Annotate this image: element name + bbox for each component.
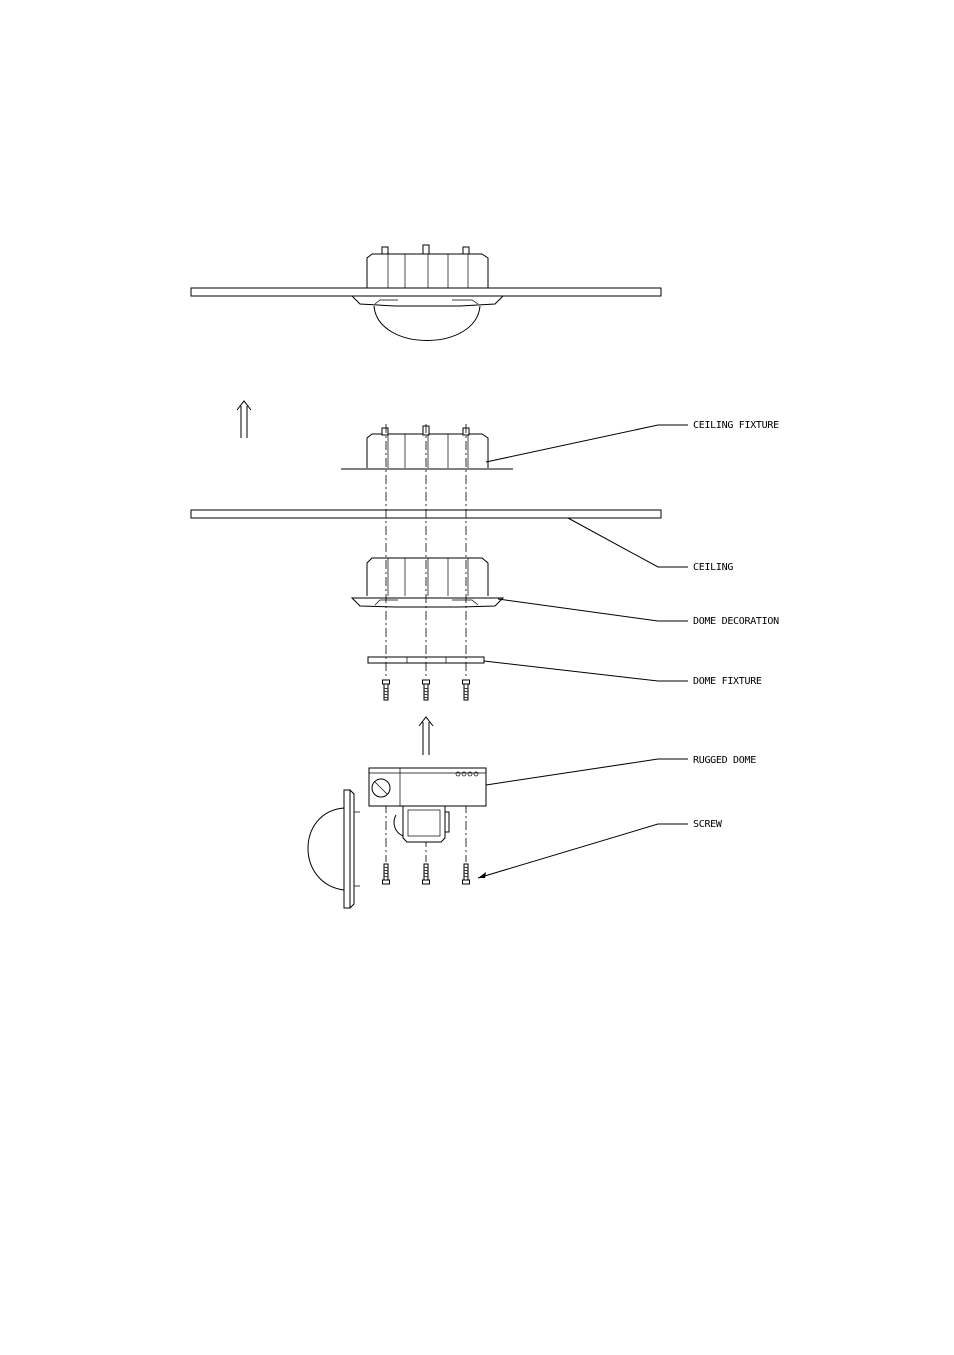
assembled-decoration-ring <box>351 295 504 307</box>
label-ceiling: CEILING <box>693 562 733 573</box>
lower-screws <box>382 863 470 885</box>
leader-lines <box>477 424 688 879</box>
assembled-ceiling-slab <box>190 287 662 297</box>
upper-screws <box>382 679 470 701</box>
label-dome-fixture: DOME FIXTURE <box>693 676 762 687</box>
rugged-dome-part <box>307 767 487 909</box>
label-screw: SCREW <box>693 819 723 830</box>
assembled-housing <box>341 244 513 289</box>
label-ceiling-fixture: CEILING FIXTURE <box>693 420 779 431</box>
label-dome-decoration: DOME DECORATION <box>693 616 779 627</box>
up-arrow-icon <box>236 400 252 438</box>
up-arrow-icon <box>418 716 434 755</box>
assembled-view <box>190 244 662 341</box>
assembled-dome-bubble <box>373 305 481 341</box>
label-rugged-dome: RUGGED DOME <box>693 755 756 766</box>
ceiling-fixture-part <box>341 425 513 470</box>
dome-decoration-part <box>350 557 505 608</box>
